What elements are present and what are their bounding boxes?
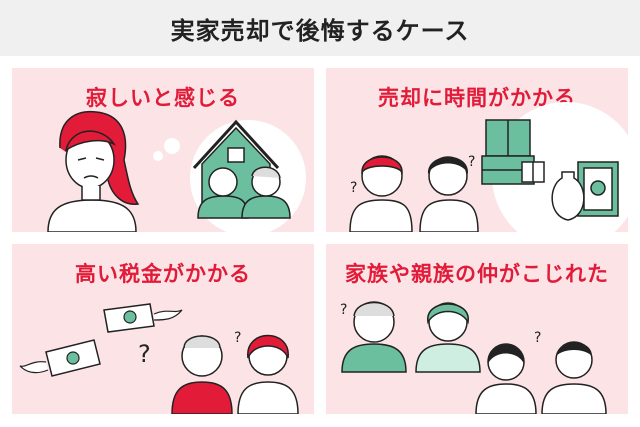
question-mark-icon: ? bbox=[138, 340, 151, 368]
question-mark-icon: ? ? bbox=[340, 302, 541, 346]
svg-text:?: ? bbox=[234, 330, 241, 346]
svg-text:?: ? bbox=[138, 340, 151, 368]
page-title: 実家売却で後悔するケース bbox=[170, 16, 470, 45]
card-lonely: 寂しいと感じる bbox=[12, 68, 314, 232]
worried-couple-icon: ? bbox=[171, 330, 299, 414]
card-family-conflict: 家族や親族の仲がこじれた ? ? bbox=[326, 244, 628, 414]
vase-icon bbox=[551, 171, 585, 221]
card-caption: 家族や親族の仲がこじれた bbox=[345, 262, 609, 286]
card-sale-takes-time: 売却に時間がかかる ? ? bbox=[326, 68, 628, 232]
svg-text:?: ? bbox=[534, 330, 541, 346]
gift-box-icon bbox=[521, 161, 545, 183]
lonely-woman-icon bbox=[47, 110, 140, 232]
worried-couple-icon: ? ? bbox=[349, 154, 479, 232]
card-caption: 高い税金がかかる bbox=[75, 262, 251, 286]
family-members-icon bbox=[341, 301, 607, 414]
card-high-tax: 高い税金がかかる ? ? bbox=[12, 244, 314, 414]
flying-money-icon bbox=[19, 303, 183, 377]
title-bar: 実家売却で後悔するケース bbox=[0, 0, 640, 56]
svg-text:?: ? bbox=[468, 154, 475, 170]
picture-frame-icon bbox=[577, 161, 619, 217]
svg-text:?: ? bbox=[340, 302, 347, 318]
card-caption: 寂しいと感じる bbox=[86, 86, 240, 110]
svg-text:?: ? bbox=[350, 180, 357, 196]
elderly-parents-icon bbox=[197, 166, 291, 219]
